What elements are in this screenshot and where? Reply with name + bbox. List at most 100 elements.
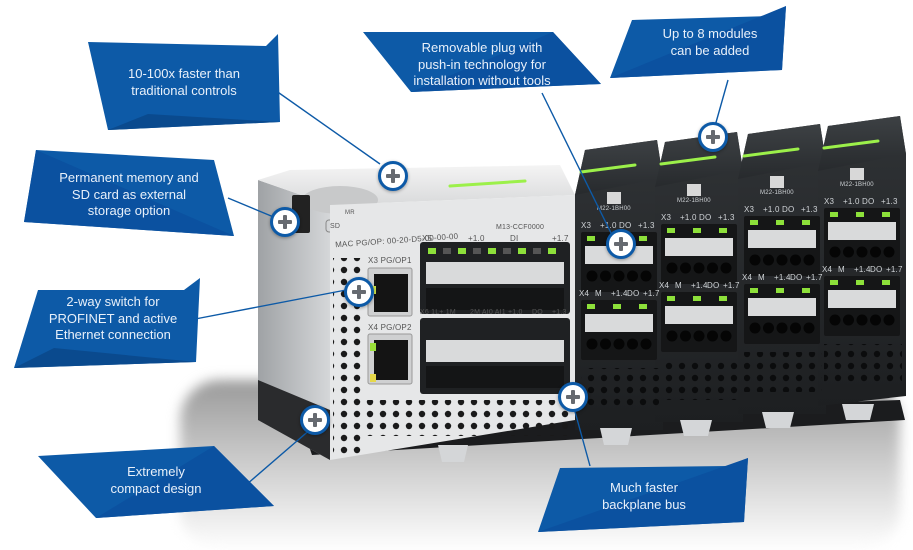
module-label: X3 (661, 213, 672, 222)
hotspot-switch[interactable] (344, 277, 374, 307)
led-indicator (667, 296, 675, 301)
callout-backplane-line-2: backplane bus (602, 496, 686, 512)
module-label: X4 (822, 265, 833, 274)
plus-icon (308, 413, 322, 427)
module-label: DO (707, 281, 720, 290)
hotspot-modules[interactable] (698, 122, 728, 152)
led-indicator (587, 304, 595, 309)
hotspot-backplane[interactable] (558, 382, 588, 412)
led-indicator (856, 280, 864, 285)
x6-terminal-label: +1.3 (552, 309, 567, 316)
module-label: +1.4 (611, 289, 628, 298)
led-indicator (719, 228, 727, 233)
module-label: M (675, 281, 682, 290)
module-label: +1.0 (600, 221, 617, 230)
module-label: +1.4 (854, 265, 871, 274)
qr-code-module (687, 184, 701, 196)
x6-terminal-label: +1.0 (508, 309, 523, 316)
plus-icon (614, 237, 628, 251)
qr-code-module (850, 168, 864, 180)
cpu-vent-bottom (365, 400, 570, 436)
din-clips (438, 404, 874, 462)
module-label: DO (790, 273, 803, 282)
callout-switch-line-2: PROFINET and active (48, 310, 178, 326)
port1-label: X3 PG/OP1 (368, 256, 412, 265)
callout-memory-line-1: Permanent memory and (59, 170, 199, 185)
led-indicator (830, 212, 838, 217)
callout-compact-line-2: compact design (110, 480, 202, 496)
plus-icon (566, 390, 580, 404)
led-indicator (428, 248, 436, 254)
module-label: +1.7 (643, 289, 660, 298)
hotspot-plug[interactable] (606, 229, 636, 259)
led-indicator (473, 248, 481, 254)
callout-speed-line-2: traditional controls (131, 82, 237, 98)
module-label: +1.3 (718, 213, 735, 222)
module-label: +1.7 (723, 281, 740, 290)
module-label: DO (782, 205, 795, 214)
module-label: M (838, 265, 845, 274)
module-label: X3 (581, 221, 592, 230)
led-indicator (882, 280, 890, 285)
module-label: M22-1BH00 (760, 190, 794, 196)
led-indicator (488, 248, 496, 254)
module-label: X4 (742, 273, 753, 282)
led-indicator (776, 220, 784, 225)
led-indicator (548, 248, 556, 254)
module-label: M (758, 273, 765, 282)
callout-speed-line-1: 10-100x faster than (127, 66, 241, 81)
module-label: DO (619, 221, 632, 230)
module-label: M22-1BH00 (840, 182, 874, 188)
module-label: M (595, 289, 602, 298)
cpu-model-label: M13-CCF0000 (496, 224, 545, 231)
x5-terminal-label: +1.0 (468, 234, 485, 243)
port2-label: X4 PG/OP2 (368, 323, 412, 332)
led-indicator (693, 296, 701, 301)
plus-icon (386, 169, 400, 183)
module-label: +1.4 (691, 281, 708, 290)
led-indicator (533, 248, 541, 254)
led-indicator (802, 288, 810, 293)
status-led-strip (448, 179, 527, 188)
module-label: DO (699, 213, 712, 222)
callout-modules-line-2: can be added (670, 42, 750, 58)
led-indicator (503, 248, 511, 254)
led-indicator (856, 212, 864, 217)
callout-switch-line-1: 2-way switch for (66, 294, 160, 309)
module-label: +1.3 (638, 221, 655, 230)
led-indicator (830, 280, 838, 285)
hotspot-memory[interactable] (270, 207, 300, 237)
callout-backplane-line-1: Much faster (610, 480, 678, 495)
x5-terminal-label: +1.7 (552, 234, 569, 243)
x6-terminal-label: 2M AI0 AI1 (470, 309, 506, 316)
led-indicator (776, 288, 784, 293)
module-label: +1.7 (886, 265, 903, 274)
hotspot-compact[interactable] (300, 405, 330, 435)
module-label: +1.0 (843, 197, 860, 206)
module-label: +1.3 (881, 197, 898, 206)
led-indicator (443, 248, 451, 254)
module-label: +1.3 (801, 205, 818, 214)
io-module-terminals (824, 168, 902, 384)
sd-label: SD (330, 223, 341, 230)
callout-plug-line-3: installation without tools (413, 73, 551, 88)
led-indicator (458, 248, 466, 254)
led-indicator (587, 236, 595, 241)
module-label: +1.4 (774, 273, 791, 282)
led-indicator (639, 236, 647, 241)
module-label: +1.7 (806, 273, 823, 282)
hotspot-speed[interactable] (378, 161, 408, 191)
callout-compact-line-1: Extremely (127, 464, 185, 479)
callout-modules-line-1: Up to 8 modules (662, 26, 758, 41)
led-indicator (750, 220, 758, 225)
module-label: X3 (824, 197, 835, 206)
mr-label: MR (345, 210, 355, 216)
led-indicator (882, 212, 890, 217)
qr-code-module (770, 176, 784, 188)
plus-icon (352, 285, 366, 299)
